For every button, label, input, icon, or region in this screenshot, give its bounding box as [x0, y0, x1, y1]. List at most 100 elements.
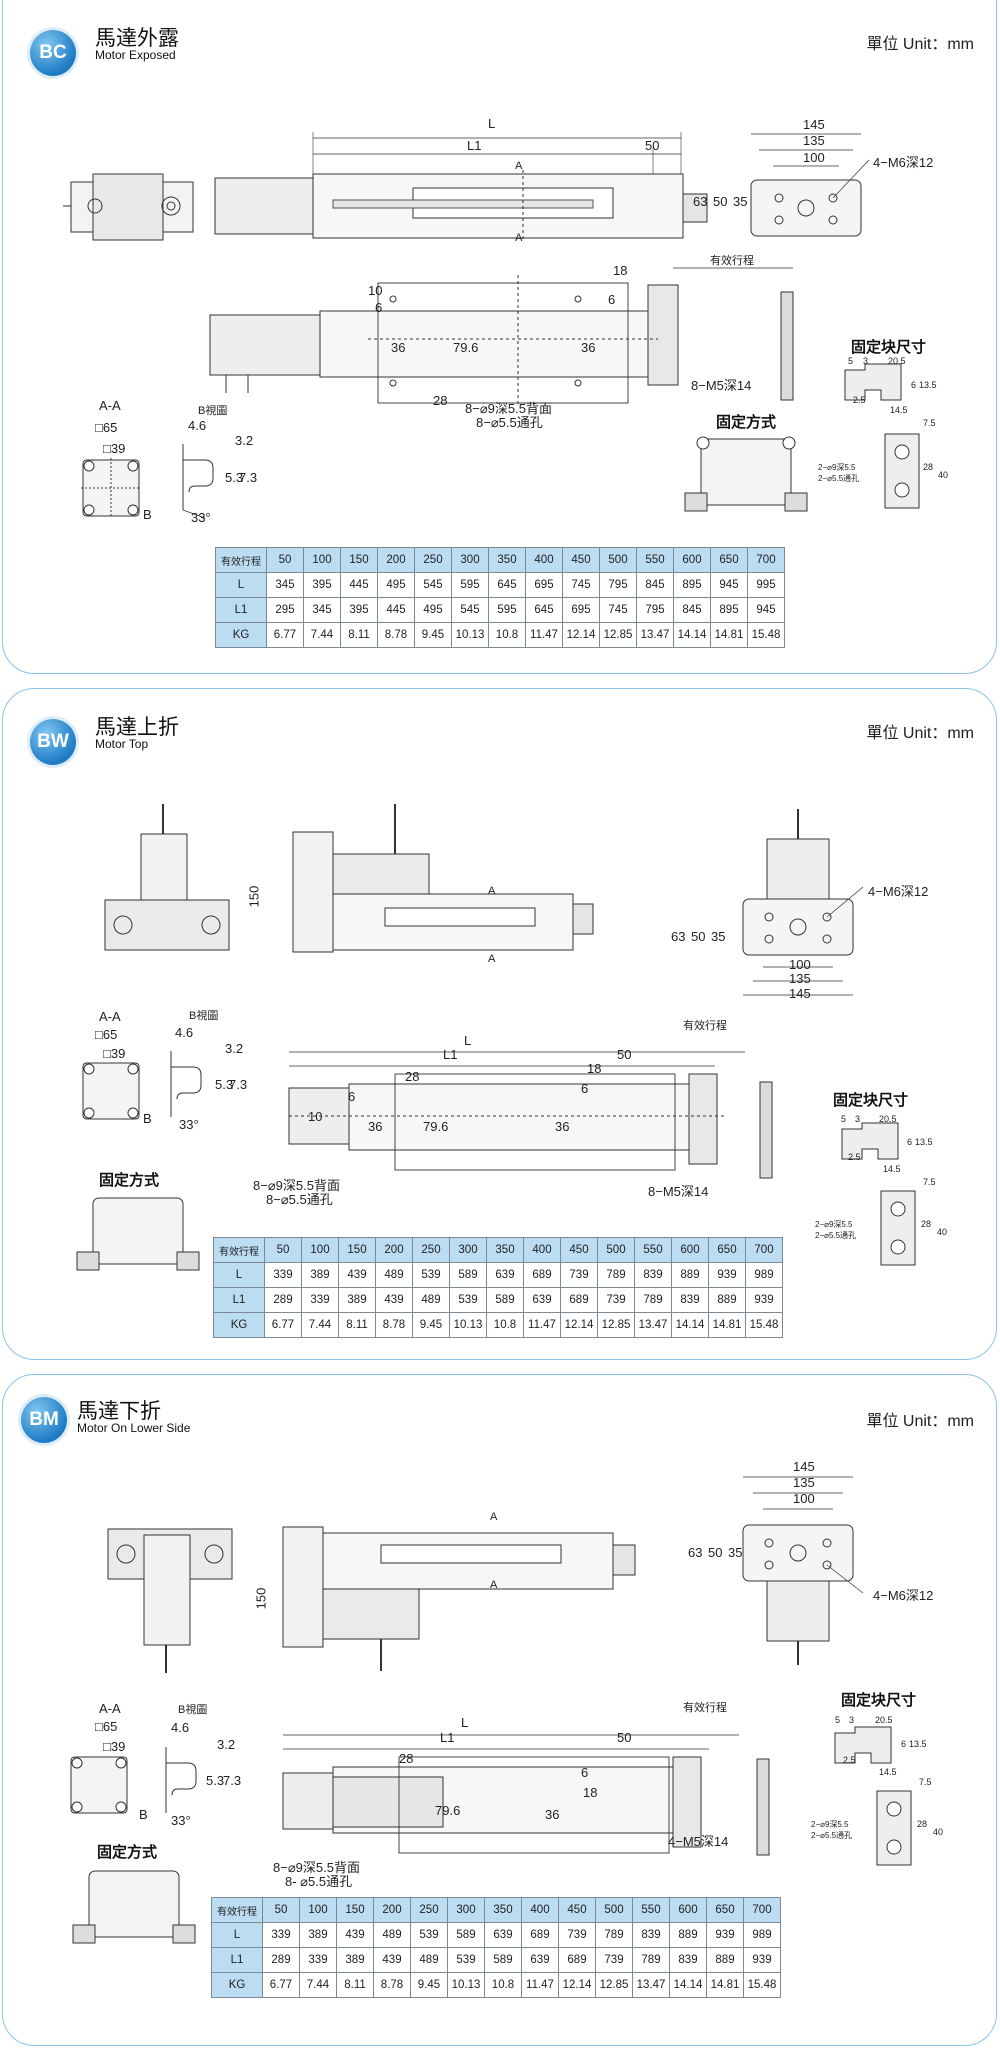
through-hole-note: 8−⌀5.5通孔	[266, 1192, 333, 1207]
counterbore-hole-note: 8−⌀9深5.5背面	[253, 1178, 340, 1193]
blk-40: 40	[937, 1227, 948, 1237]
table-cell: 600	[669, 1897, 707, 1923]
effective-stroke-label: 有效行程	[710, 255, 754, 267]
table-row-label: L	[213, 1262, 265, 1288]
through-hole-note: 8−⌀5.5通孔	[476, 415, 543, 430]
section-aa-label: A-A	[99, 1009, 121, 1024]
table-row: KG 6.77 7.44 8.11 8.78 9.45 10.13 10.8 1…	[213, 1312, 783, 1338]
blk-7-5: 7.5	[923, 418, 936, 428]
table-cell: 8.11	[340, 622, 378, 648]
block-profile-drawing	[834, 1726, 892, 1764]
section-subtitle: Motor Exposed	[95, 48, 176, 62]
table-cell: 539	[449, 1287, 487, 1313]
table-cell: 745	[562, 572, 600, 598]
table-cell: 15.48	[747, 622, 785, 648]
dim-L1: L1	[443, 1047, 458, 1062]
motor-end-view	[107, 1528, 233, 1673]
blk-20-5: 20.5	[888, 356, 906, 366]
table-cell: 295	[266, 597, 304, 623]
dim-36-right: 36	[555, 1119, 570, 1134]
table-cell: 545	[414, 572, 452, 598]
dim-35: 35	[711, 929, 726, 944]
table-cell: 289	[264, 1287, 302, 1313]
b-mark: B	[143, 507, 152, 522]
table-cell: 289	[262, 1947, 300, 1973]
section-mark-a-top: A	[515, 160, 523, 172]
table-cell: 14.81	[706, 1972, 744, 1998]
blk-7-5: 7.5	[919, 1777, 932, 1787]
fixing-method-drawing	[76, 1197, 200, 1271]
effective-stroke-label: 有效行程	[683, 1702, 727, 1714]
section-mark-a-bottom: A	[515, 232, 523, 244]
blk-14-5: 14.5	[890, 405, 908, 415]
section-badge: BC	[30, 30, 76, 76]
dim-L: L	[488, 116, 496, 131]
table-cell: 589	[447, 1922, 485, 1948]
table-cell: 12.14	[562, 622, 600, 648]
table-cell: 645	[488, 572, 526, 598]
effective-stroke-label: 有效行程	[683, 1020, 727, 1032]
m6-thread-note: 4−M6深12	[873, 155, 934, 170]
dim-145: 145	[803, 117, 825, 132]
dim-6-right: 6	[581, 1081, 589, 1096]
view-b-label: B視圖	[178, 1704, 208, 1716]
table-cell: 6.77	[264, 1312, 302, 1338]
blk-hole-through: 2−⌀5.5通孔	[815, 1231, 857, 1240]
blk-3: 3	[863, 356, 869, 366]
square-39-label: □39	[103, 1046, 126, 1061]
table-cell: 545	[451, 597, 489, 623]
dim-3-2: 3.2	[217, 1737, 236, 1752]
actuator-end-view	[742, 809, 864, 996]
table-header-cell: 有效行程	[213, 1237, 265, 1263]
blk-14-5: 14.5	[879, 1767, 897, 1777]
dim-10: 10	[308, 1109, 323, 1124]
table-cell: 100	[303, 547, 341, 573]
blk-6: 6	[901, 1739, 907, 1749]
table-cell: 550	[634, 1237, 672, 1263]
table-cell: 8.11	[338, 1312, 376, 1338]
table-cell: 489	[375, 1262, 413, 1288]
section-title: 馬達外露	[95, 27, 179, 50]
dim-100: 100	[803, 150, 825, 165]
table-cell: 500	[599, 547, 637, 573]
table-row-label: KG	[215, 622, 267, 648]
table-cell: 14.81	[710, 622, 748, 648]
block-dims-title: 固定块尺寸	[833, 1092, 909, 1109]
m6-thread-note: 4−M6深12	[868, 884, 929, 899]
block-top-drawing	[880, 1190, 916, 1266]
actuator-end-view	[750, 133, 870, 237]
blk-6: 6	[911, 380, 917, 390]
table-cell: 200	[373, 1897, 411, 1923]
table-cell: 389	[338, 1287, 376, 1313]
blk-6: 6	[907, 1137, 913, 1147]
table-cell: 12.85	[599, 622, 637, 648]
table-cell: 12.85	[597, 1312, 635, 1338]
table-cell: 339	[299, 1947, 337, 1973]
table-cell: 589	[486, 1287, 524, 1313]
table-cell: 9.45	[414, 622, 452, 648]
block-top-drawing	[884, 433, 920, 509]
table-cell: 495	[377, 572, 415, 598]
table-cell: 300	[451, 547, 489, 573]
table-cell: 689	[523, 1262, 561, 1288]
dim-7-3: 7.3	[223, 1773, 242, 1788]
table-cell: 389	[336, 1947, 374, 1973]
table-cell: 589	[484, 1947, 522, 1973]
dim-150-text: 150	[246, 885, 262, 908]
dim-7-3: 7.3	[239, 470, 258, 485]
table-cell: 14.14	[671, 1312, 709, 1338]
table-cell: 10.13	[449, 1312, 487, 1338]
table-cell: 12.14	[558, 1972, 596, 1998]
table-cell: 8.78	[377, 622, 415, 648]
table-cell: 639	[521, 1947, 559, 1973]
table-cell: 639	[486, 1262, 524, 1288]
table-cell: 150	[338, 1237, 376, 1263]
dim-6-left: 6	[375, 300, 383, 315]
table-cell: 595	[488, 597, 526, 623]
table-cell: 7.44	[299, 1972, 337, 1998]
square-39-label: □39	[103, 441, 126, 456]
section-motor-exposed: BC 馬達外露 Motor Exposed 單位 Unit：mm L L1 50…	[2, 0, 997, 674]
dim-5-3: 5.3	[206, 1773, 225, 1788]
dim-L1: L1	[440, 1730, 455, 1745]
table-cell: 789	[597, 1262, 635, 1288]
